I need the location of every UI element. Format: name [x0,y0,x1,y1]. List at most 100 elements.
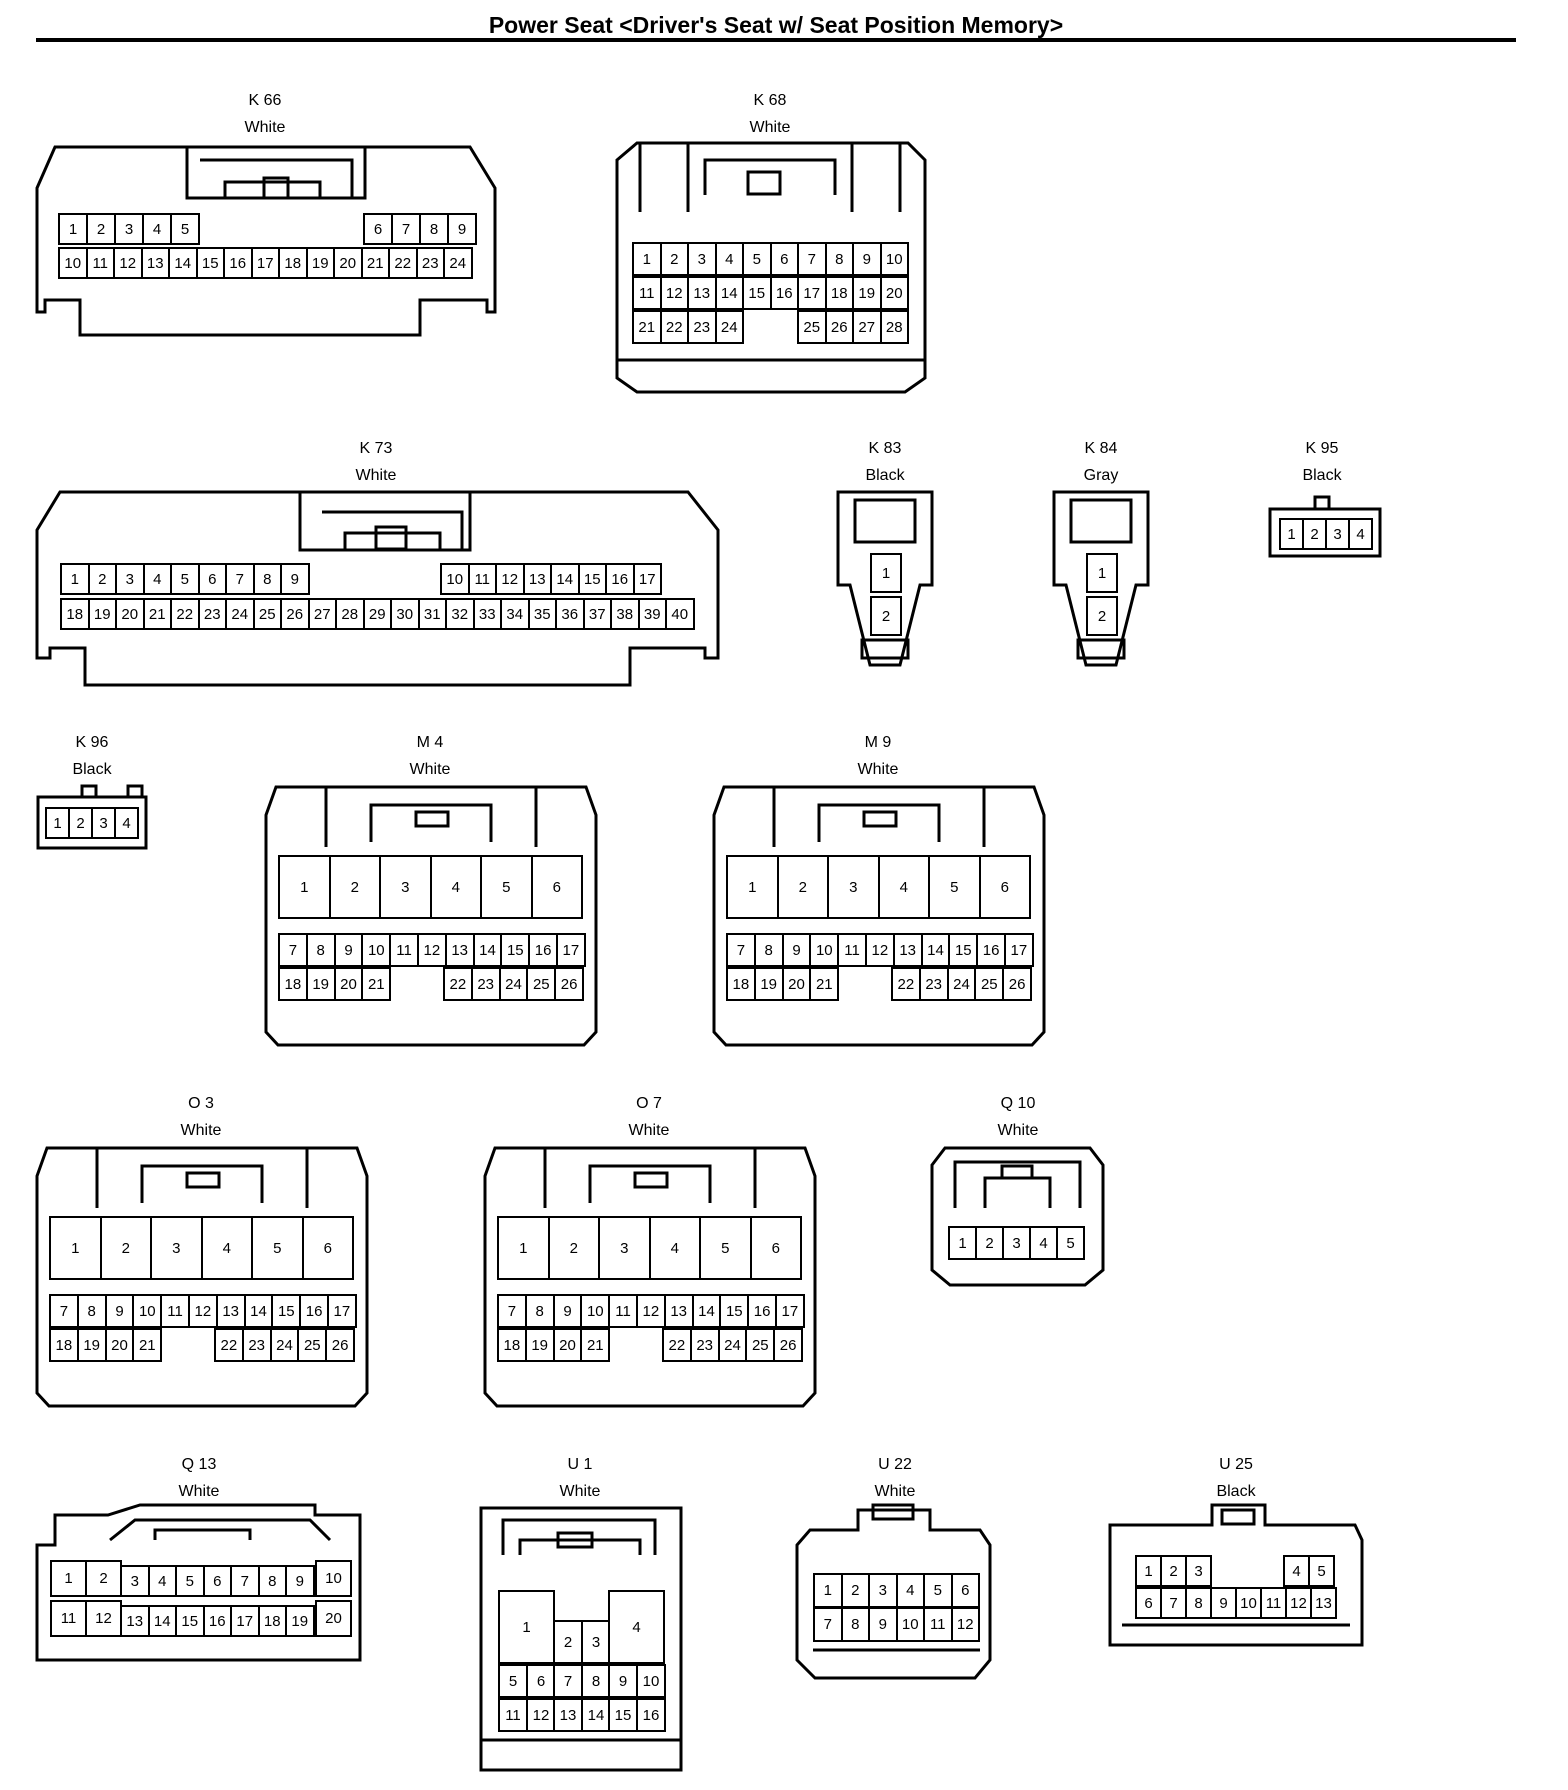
pin-cell: 6 [363,213,393,245]
pin-cell: 2 [99,1216,152,1280]
pin-cell: 19 [305,247,335,279]
pin-cell: 9 [285,1565,315,1597]
pin-cell: 1 [58,213,88,245]
pin-cell: 22 [214,1328,244,1362]
pin-cell: 11 [837,933,867,967]
pin-cell: 7 [225,563,255,595]
pin-cell: 11 [389,933,419,967]
pin-cell: 2 [776,855,829,919]
pin-cell: 24 [443,247,473,279]
pin-cell: 13 [120,1605,150,1637]
pin-cell: 9 [852,242,882,276]
pin-cell: 28 [335,598,365,630]
pin-cell: 22 [662,1328,692,1362]
connector-k83-housing [836,490,934,667]
pin-cell: 7 [230,1565,260,1597]
pin-cell: 36 [555,598,585,630]
pin-cell: 24 [714,310,744,344]
diagram-title: Power Seat <Driver's Seat w/ Seat Positi… [488,12,1064,38]
pin-cell: 23 [241,1328,272,1362]
pin-cell: 7 [553,1664,583,1698]
pin-cell: 14 [472,933,503,967]
connector-color: White [874,1483,916,1500]
pin-cell: 17 [327,1294,357,1328]
pin-cell: 7 [813,1607,843,1642]
connector-color: White [559,1483,601,1500]
pin-cell: 9 [104,1294,135,1328]
pin-cell: 20 [104,1328,135,1362]
pin-cell: 18 [257,1605,287,1637]
pin-cell: 5 [170,213,200,245]
pin-cell: 3 [581,1620,611,1664]
connector-color: Black [1216,1483,1256,1500]
pin-cell: 1 [1135,1555,1162,1587]
connector-k84-housing [1052,490,1150,667]
pin-cell: 4 [877,855,930,919]
connector-id: K 83 [868,440,902,457]
connector-id: K 84 [1084,440,1118,457]
pin-cell: 16 [202,1605,232,1637]
pin-cell: 10 [1235,1587,1262,1619]
pin-cell: 9 [868,1607,898,1642]
pin-cell: 24 [946,967,977,1001]
pin-cell: 20 [552,1328,583,1362]
pin-cell: 2 [1302,518,1327,550]
pin-cell: 11 [50,1600,87,1637]
pin-cell: 7 [726,933,756,967]
connector-id: Q 10 [1000,1095,1036,1112]
pin-cell: 2 [1160,1555,1187,1587]
pin-cell: 15 [948,933,979,967]
pin-cell: 22 [443,967,473,1001]
pin-cell: 3 [1325,518,1350,550]
pin-cell: 16 [605,563,635,595]
pin-cell: 31 [417,598,447,630]
pin-cell: 3 [827,855,880,919]
pin-cell: 24 [498,967,529,1001]
connector-id: M 9 [864,734,892,751]
pin-cell: 4 [608,1590,665,1664]
pin-cell: 25 [297,1328,328,1362]
pin-cell: 4 [648,1216,701,1280]
connector-id: K 73 [359,440,393,457]
pin-cell: 12 [865,933,895,967]
pin-cell: 9 [608,1664,638,1698]
pin-cell: 9 [552,1294,583,1328]
pin-cell: 23 [918,967,949,1001]
pin-cell: 11 [160,1294,190,1328]
pin-cell: 21 [132,1328,163,1362]
pin-cell: 10 [132,1294,163,1328]
pin-cell: 13 [892,933,923,967]
pin-cell: 4 [1029,1226,1058,1260]
pin-cell: 16 [769,276,799,310]
pin-cell: 11 [1260,1587,1287,1619]
pin-cell: 10 [58,247,88,279]
pin-cell: 3 [120,1565,150,1597]
pin-cell: 26 [325,1328,355,1362]
pin-cell: 24 [225,598,255,630]
pin-cell: 32 [445,598,475,630]
pin-cell: 39 [637,598,667,630]
pin-cell: 2 [547,1216,600,1280]
pin-cell: 11 [85,247,115,279]
pin-cell: 4 [142,563,172,595]
pin-cell: 25 [526,967,557,1001]
pin-cell: 14 [691,1294,722,1328]
pin-cell: 18 [49,1328,79,1362]
pin-cell: 23 [687,310,717,344]
pin-cell: 7 [278,933,308,967]
pin-cell: 24 [717,1328,748,1362]
pin-cell: 3 [114,213,144,245]
pin-cell: 2 [85,1560,122,1597]
pin-cell: 4 [895,1573,925,1608]
pin-cell: 23 [470,967,501,1001]
pin-cell: 12 [659,276,689,310]
pin-cell: 19 [285,1605,315,1637]
pin-cell: 1 [50,1560,87,1597]
pin-cell: 2 [328,855,381,919]
pin-cell: 12 [495,563,525,595]
pin-cell: 11 [467,563,497,595]
pin-cell: 26 [554,967,584,1001]
pin-cell: 14 [550,563,580,595]
pin-cell: 13 [553,1698,583,1732]
connector-id: Q 13 [181,1456,217,1473]
